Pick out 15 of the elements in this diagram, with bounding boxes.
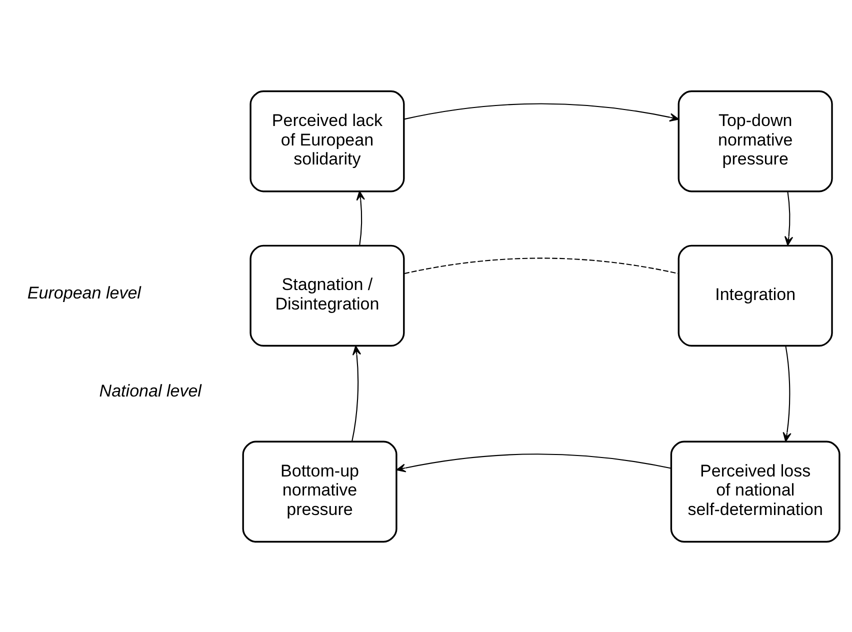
node-box: Top-down normative pressure <box>678 90 833 192</box>
arrow <box>404 102 680 122</box>
node-box: Perceived lack of European solidarity <box>250 90 405 192</box>
arrow <box>782 346 792 442</box>
label: European level <box>27 283 141 302</box>
node-box: Integration <box>678 244 833 346</box>
node-box: Bottom-up normative pressure <box>242 440 398 542</box>
connector <box>404 257 679 274</box>
arrow <box>356 190 365 245</box>
arrow <box>352 345 362 441</box>
arrow <box>396 453 672 472</box>
node-box: Stagnation / Disintegration <box>250 244 405 346</box>
node-box: Perceived loss of national self-determination <box>670 440 840 542</box>
arrow <box>784 190 794 246</box>
label: National level <box>99 381 202 400</box>
